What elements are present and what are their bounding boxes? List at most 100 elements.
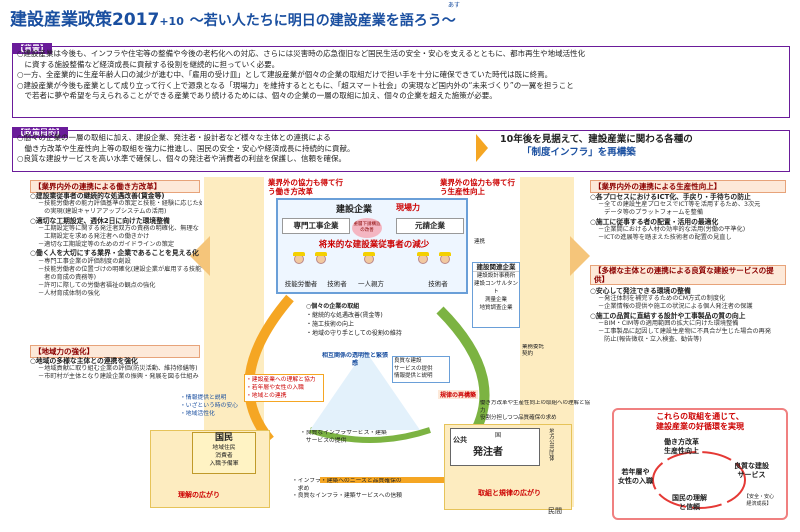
kokumin-sub: 入職予備軍 — [209, 461, 239, 467]
ginou-label: 技能労働者 — [284, 280, 318, 288]
cycle-ring-icon — [652, 451, 746, 509]
bullet-item: ○適切な工期設定、週休2日に向けた環境整備 — [30, 216, 170, 225]
bullet-item: －市町村が主体となり建設企業の振興・発展を図る仕組み — [38, 373, 199, 381]
bullet-item: －企業情報の提供や施工の状況による個人発注者の保護 — [598, 303, 753, 311]
background-box: ○建設産業は今後も、インフラや住宅等の整備や今後の老朽化への対応、さらには災害時… — [12, 46, 790, 118]
left-small-box: ・情報提供と説明 ・いざという時の安心 ・地域活性化 — [180, 394, 244, 418]
direction-line: 働き方改革や生産性向上等の取組を強力に推進し、国民の安全・安心や経済成長に持続的… — [17, 143, 355, 153]
quality-line: 良質な建設 — [394, 358, 422, 364]
keiyaku-label: 業務委託契約 — [522, 344, 545, 357]
cycle-node-3-a: 若年層や — [621, 468, 650, 476]
center-list-item: ・施工技術の向上 — [306, 321, 355, 328]
left-body-2: ○地域の多様な主体との連携を強化－地域貢献に取り組む企業の評価(防災活動、維持修… — [30, 357, 202, 385]
direction-right-line2: 「制度インフラ」を再構築 — [522, 147, 636, 158]
minkan-label: 民間 — [548, 507, 562, 515]
mid-bottom-line: ・良質なインフラ・建築サービスへの信頼 — [292, 493, 402, 499]
bullet-item: ○施工の品質に直結する設計や工事製品の質の向上 — [590, 311, 746, 320]
bullet-item: ○施工に従事する者の配置・活用の最適化 — [590, 217, 719, 226]
bullet-item: －工期設定等に関する発注者双方の責務の明確化、無理な — [38, 224, 199, 232]
cycle-node-3-b: 女性の入職 — [618, 477, 653, 485]
right-body-1: ○各プロセスにおけるICT化、手戻り・手待ちの防止－全ての建設生産プロセスでIC… — [590, 193, 786, 253]
decline-label: 将来的な建設業従事者の減少 — [318, 240, 430, 250]
kokumin-sub: 地域住民 — [212, 445, 236, 451]
cycle-head-1: これらの取組を通じて、 — [656, 412, 744, 421]
cycle-node-2: 良質な建設サービス — [734, 462, 769, 480]
cycle-node-1-a: 働き方改革 — [664, 438, 699, 446]
bullet-item: －全ての建設生産プロセスでICT等を活用するため、3次元 — [598, 201, 761, 209]
direction-tag: 【政策目的】 — [12, 120, 68, 139]
kokumin-box: 国民 地域住民 消費者 入職予備軍 — [192, 432, 256, 474]
left-heading-2: 【地域力の強化】 — [30, 345, 200, 358]
bullet-item: －工事製品に起因して建設生産物に不具合が生じた場合の再発 — [598, 328, 772, 336]
related-title: 建設関連企業 — [473, 263, 519, 272]
mutual-relation: 相互関係の透明性と緊張感 — [321, 352, 388, 367]
hacchusha-title: 発注者 — [473, 447, 503, 458]
helmet-icon — [293, 252, 305, 256]
background-line: ○建設産業が今後も産業として成り立って行く上で源泉となる「現場力」を維持するとと… — [17, 80, 574, 90]
left-small-line: ・情報提供と説明 — [180, 395, 227, 401]
left-small-line: ・いざという時の安心 — [180, 403, 238, 409]
bullet-item: 工期設定を求める発注者への働きかけ — [38, 233, 150, 241]
right-body-2: ○安心して発注できる環境の整備－発注体制を補完するためのCM方式の制度化－企業情… — [590, 287, 786, 357]
bullet-item: ○各プロセスにおけるICT化、手戻り・手待ちの防止 — [590, 193, 751, 201]
left-body-1: ○建設業従事者の継続的な処遇改善(賃金等)－技能労働者の能力評価基準の策定と技能… — [30, 192, 202, 302]
triangle-shape — [310, 350, 420, 430]
chihou-label: 地方公共団体 — [548, 428, 554, 461]
workers-area: 技能労働者 技術者 一人親方 技術者 — [278, 250, 466, 292]
cycle-box: これらの取組を通じて、 建設産業の好循環を実現 働き方改革生産性向上 良質な建設… — [612, 408, 788, 520]
arrow-right-label: 業界外の協力も得て行う生産性向上 — [440, 178, 515, 196]
page-title: 建設産業政策2017+10 〜若い人たちに明日の建設産業を語ろう〜 — [10, 5, 790, 31]
center-list-item: ○個々の企業の取組 — [306, 303, 360, 310]
left-heading-1: 【業界内外の連携による働き方改革】 — [30, 180, 200, 193]
background-line: ○建設産業は今後も、インフラや住宅等の整備や今後の老朽化への対応、さらには災害時… — [17, 49, 586, 58]
related-item: 建設コンサルタント — [473, 281, 518, 295]
bullet-item: －技能労働者の位置づけの明確化(建設企業が雇用する技能労働 — [38, 265, 202, 273]
related-item: 測量企業 — [484, 297, 507, 303]
bullet-item: －ICTの進展等を踏まえた技術者の配置の見直し — [598, 234, 732, 242]
bullet-item: ○地域の多様な主体との連携を強化 — [30, 357, 138, 365]
mid-bottom-1: ・良質なインフラサービス・建築 サービスの提供 — [300, 430, 450, 445]
cycle-heading: これらの取組を通じて、 建設産業の好循環を実現 — [614, 412, 786, 432]
bullet-item: データ等のプラットフォームを整備 — [598, 209, 704, 217]
mid-bottom-2: ・インフラ・建築へのニーズと品質確保の 求め ・良質なインフラ・建築サービスへの… — [292, 478, 452, 501]
kokumin-sub: 消費者 — [215, 453, 233, 459]
kuni-label: 国 — [495, 432, 502, 439]
arrow-left-label: 業界外の協力も得て行う働き方改革 — [268, 178, 343, 196]
cycle-node-3: 若年層や女性の入職 — [618, 468, 653, 486]
oyakata-label: 一人親方 — [358, 280, 384, 288]
cycle-node-4: 国民の理解と信頼 — [672, 494, 707, 512]
mid-bottom-line: ・インフラ・建築へのニーズと品質確保の — [292, 478, 402, 484]
mid-bottom-line: 求め — [292, 485, 310, 492]
left-arrow-line: ・建設産業への理解と協力 — [246, 377, 316, 383]
center-list-item: ・継続的な処遇改善(賃金等) — [306, 312, 383, 319]
helmet-icon — [363, 252, 375, 256]
left-arrow-line: ・地域との連携 — [246, 393, 287, 399]
bullet-item: 防止(報告徴収・立入検査、勧告等) — [598, 336, 702, 344]
mid-bottom-line: ・良質なインフラサービス・建築 — [300, 430, 387, 436]
gijutsu-label-1: 技術者 — [327, 280, 347, 288]
mid-right-text: 働き方改革や生産性向上の取組への理解と協力 役割分担しつつ品質確保の求め — [480, 400, 590, 423]
cycle-node-1-b: 生産性向上 — [664, 447, 699, 455]
left-panel: 【業界内外の連携による働き方改革】 — [30, 180, 200, 193]
bullet-item: －地域貢献に取り組む企業の評価(防災活動、維持修繕等) — [38, 365, 198, 373]
koukyo-label: 公共 — [453, 436, 467, 444]
center-list: ○個々の企業の取組 ・継続的な処遇改善(賃金等) ・施工技術の向上 ・地域の守り… — [306, 302, 426, 338]
left-panel-2: 【地域力の強化】 — [30, 345, 200, 358]
direction-box: ○個々の企業の一層の取組に加え、建設企業、発注者・設計者など様々な主体との連携に… — [12, 130, 790, 172]
title-main: 建設産業政策2017 — [10, 10, 160, 30]
direction-right-line1: 10年後を見据えて、建設産業に関わる各種の — [500, 134, 693, 145]
renkei-label: 連携 — [474, 239, 486, 245]
company-title: 建設企業 — [336, 205, 373, 215]
mid-right-line: 働き方改革や生産性向上の取組への理解と協力 — [480, 400, 590, 414]
right-panel-2: 【多様な主体との連携による良質な建設サービスの提供】 — [590, 265, 786, 285]
cycle-node-4-b: と信頼 — [679, 503, 700, 511]
bullet-item: －BIM・CIM等の適用範囲の拡大に向けた環境整備 — [598, 319, 739, 327]
quality-line: サービスの提供 — [394, 365, 433, 372]
bullet-item: ○安心して発注できる環境の整備 — [590, 287, 691, 295]
helmet-icon — [315, 252, 327, 256]
direction-line: ○良質な建設サービスを高い水準で確保し、個々の発注者や消費者の利益を保護し、信頼… — [17, 154, 347, 163]
cycle-head-2: 建設産業の好循環を実現 — [656, 422, 744, 431]
hacchusha-box: 公共 国 発注者 — [450, 428, 540, 466]
related-item: 建設設計事務所 — [476, 273, 516, 279]
cycle-node-2-b: サービス — [737, 471, 766, 479]
